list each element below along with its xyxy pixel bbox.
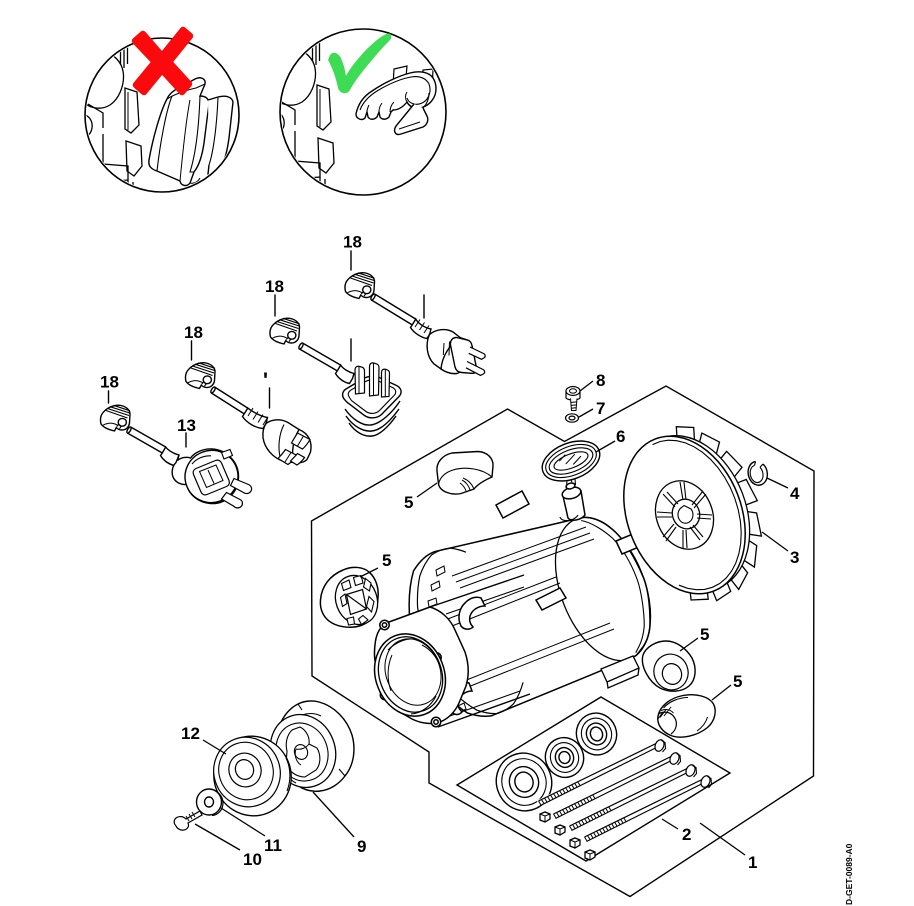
svg-text:': ' (263, 369, 268, 392)
svg-text:5: 5 (733, 672, 742, 691)
svg-text:18: 18 (100, 373, 119, 392)
svg-text:11: 11 (264, 836, 282, 855)
svg-text:10: 10 (243, 850, 262, 869)
svg-text:18: 18 (265, 277, 284, 296)
svg-text:2: 2 (682, 825, 691, 844)
svg-text:18: 18 (184, 323, 203, 342)
svg-text:5: 5 (404, 493, 413, 512)
svg-text:3: 3 (790, 548, 799, 567)
svg-text:4: 4 (790, 484, 800, 503)
svg-text:13: 13 (177, 416, 196, 435)
svg-text:5: 5 (700, 625, 709, 644)
svg-text:D-GET-0089-A0: D-GET-0089-A0 (844, 843, 854, 905)
svg-text:1: 1 (748, 853, 757, 872)
svg-text:5: 5 (382, 551, 391, 570)
svg-text:7: 7 (596, 399, 605, 418)
svg-text:6: 6 (616, 427, 625, 446)
svg-text:8: 8 (596, 371, 605, 390)
svg-text:9: 9 (357, 837, 366, 856)
svg-text:12: 12 (181, 724, 200, 743)
svg-text:18: 18 (343, 233, 362, 252)
